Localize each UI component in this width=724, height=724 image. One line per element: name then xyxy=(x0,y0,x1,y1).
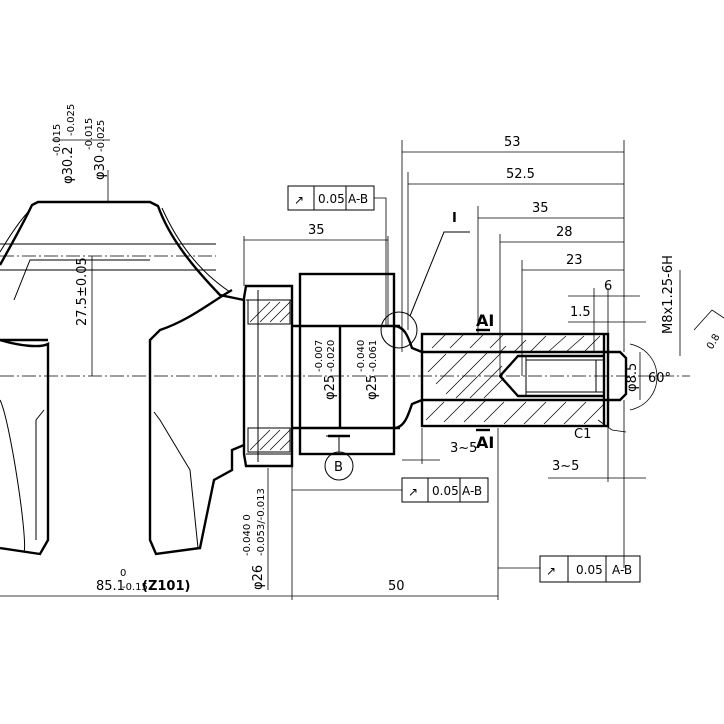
roughness-value: 0.8 xyxy=(705,332,722,351)
tol-phi25-b-upper: -0.040 xyxy=(356,340,367,372)
tol-85-1-lower: -0.15 xyxy=(122,582,148,593)
dim-85-1: 85.1 xyxy=(96,579,125,594)
dim-27-5: 27.5±0.05 xyxy=(75,257,90,326)
bearing-step xyxy=(242,284,294,468)
dim-phi30-2: φ30.2 xyxy=(61,146,76,184)
tf1-value: 0.05 xyxy=(318,192,345,206)
tol-phi25-a-upper: -0.007 xyxy=(314,340,325,372)
dim-angle-60: 60° xyxy=(648,371,671,386)
dim-1-5: 1.5 xyxy=(570,305,591,320)
dim-phi26: φ26 xyxy=(251,565,266,590)
dim-50: 50 xyxy=(388,579,405,594)
left-vertical-dimensions: 27.5±0.05 φ30.2 -0.015 -0.025 φ30 -0.015… xyxy=(52,104,110,376)
section-a-bottom-label: AI xyxy=(476,433,494,452)
tol-phi30-2-lower: -0.025 xyxy=(66,104,77,136)
tol-phi30-upper: -0.015 xyxy=(84,118,95,150)
dim-phi25-a: φ25 xyxy=(323,375,338,400)
chamfer-label: C1 xyxy=(574,427,591,442)
dim-23: 23 xyxy=(566,253,583,268)
dim-35-top: 35 xyxy=(532,201,549,216)
dim-28: 28 xyxy=(556,225,573,240)
tol-phi25-b-lower: -0.061 xyxy=(368,340,379,372)
tf1-datum: A-B xyxy=(348,192,368,206)
dim-phi8-5: φ8.5 xyxy=(625,363,640,392)
tol-phi26-lower: -0.053/-0.013 xyxy=(256,488,267,556)
tf2-symbol: ↗ xyxy=(408,485,418,499)
dim-3-5-a: 3~5 xyxy=(450,441,477,456)
detail-i-circle xyxy=(380,311,418,349)
dim-z101: (Z101) xyxy=(142,579,190,594)
tf2-value: 0.05 xyxy=(432,484,459,498)
tf3-value: 0.05 xyxy=(576,563,603,577)
journal-diameters: φ25 -0.007 -0.020 φ25 -0.040 -0.061 xyxy=(314,326,380,428)
tf3-symbol: ↗ xyxy=(546,564,556,578)
datum-b-label: B xyxy=(334,460,343,475)
dim-thread: M8x1.25-6H xyxy=(661,255,676,334)
tf1-symbol: ↗ xyxy=(294,193,304,207)
dim-53: 53 xyxy=(504,135,521,150)
tol-phi26-upper: -0.040 0 xyxy=(242,514,253,556)
crank-web xyxy=(0,200,245,556)
tf2-datum: A-B xyxy=(462,484,482,498)
dim-3-5-b: 3~5 xyxy=(552,459,579,474)
dim-6: 6 xyxy=(604,279,612,294)
tolerance-frame-2: ↗ 0.05 A-B xyxy=(292,477,489,503)
tol-85-1-upper: 0 xyxy=(120,568,126,579)
output-shaft xyxy=(420,332,628,428)
dim-35-left: 35 xyxy=(308,223,325,238)
dim-52-5: 52.5 xyxy=(506,167,535,182)
dim-phi30: φ30 xyxy=(93,155,108,180)
tolerance-frame-1: ↗ 0.05 A-B xyxy=(287,185,387,326)
datum-b: B xyxy=(324,434,354,481)
right-end-annotations: φ8.5 60° M8x1.25-6H 0.8 C1 xyxy=(574,255,724,442)
bottom-dimensions: 50 85.1 0 -0.15 (Z101) xyxy=(0,428,499,600)
tolerance-frame-3: ↗ 0.05 A-B xyxy=(498,555,641,583)
section-a-top-label: AI xyxy=(476,311,494,330)
tf3-datum: A-B xyxy=(612,563,632,577)
detail-i-label: I xyxy=(452,211,457,226)
top-dimensions: 53 52.5 35 28 23 6 1.5 35 xyxy=(243,135,646,376)
tol-phi30-lower: -0.025 xyxy=(96,120,107,152)
tol-phi25-a-lower: -0.020 xyxy=(326,340,337,372)
small-step-dimensions: 3~5 3~5 xyxy=(402,400,646,568)
dim-phi25-b: φ25 xyxy=(365,375,380,400)
phi26-dimension: φ26 -0.040 0 -0.053/-0.013 xyxy=(242,468,269,590)
